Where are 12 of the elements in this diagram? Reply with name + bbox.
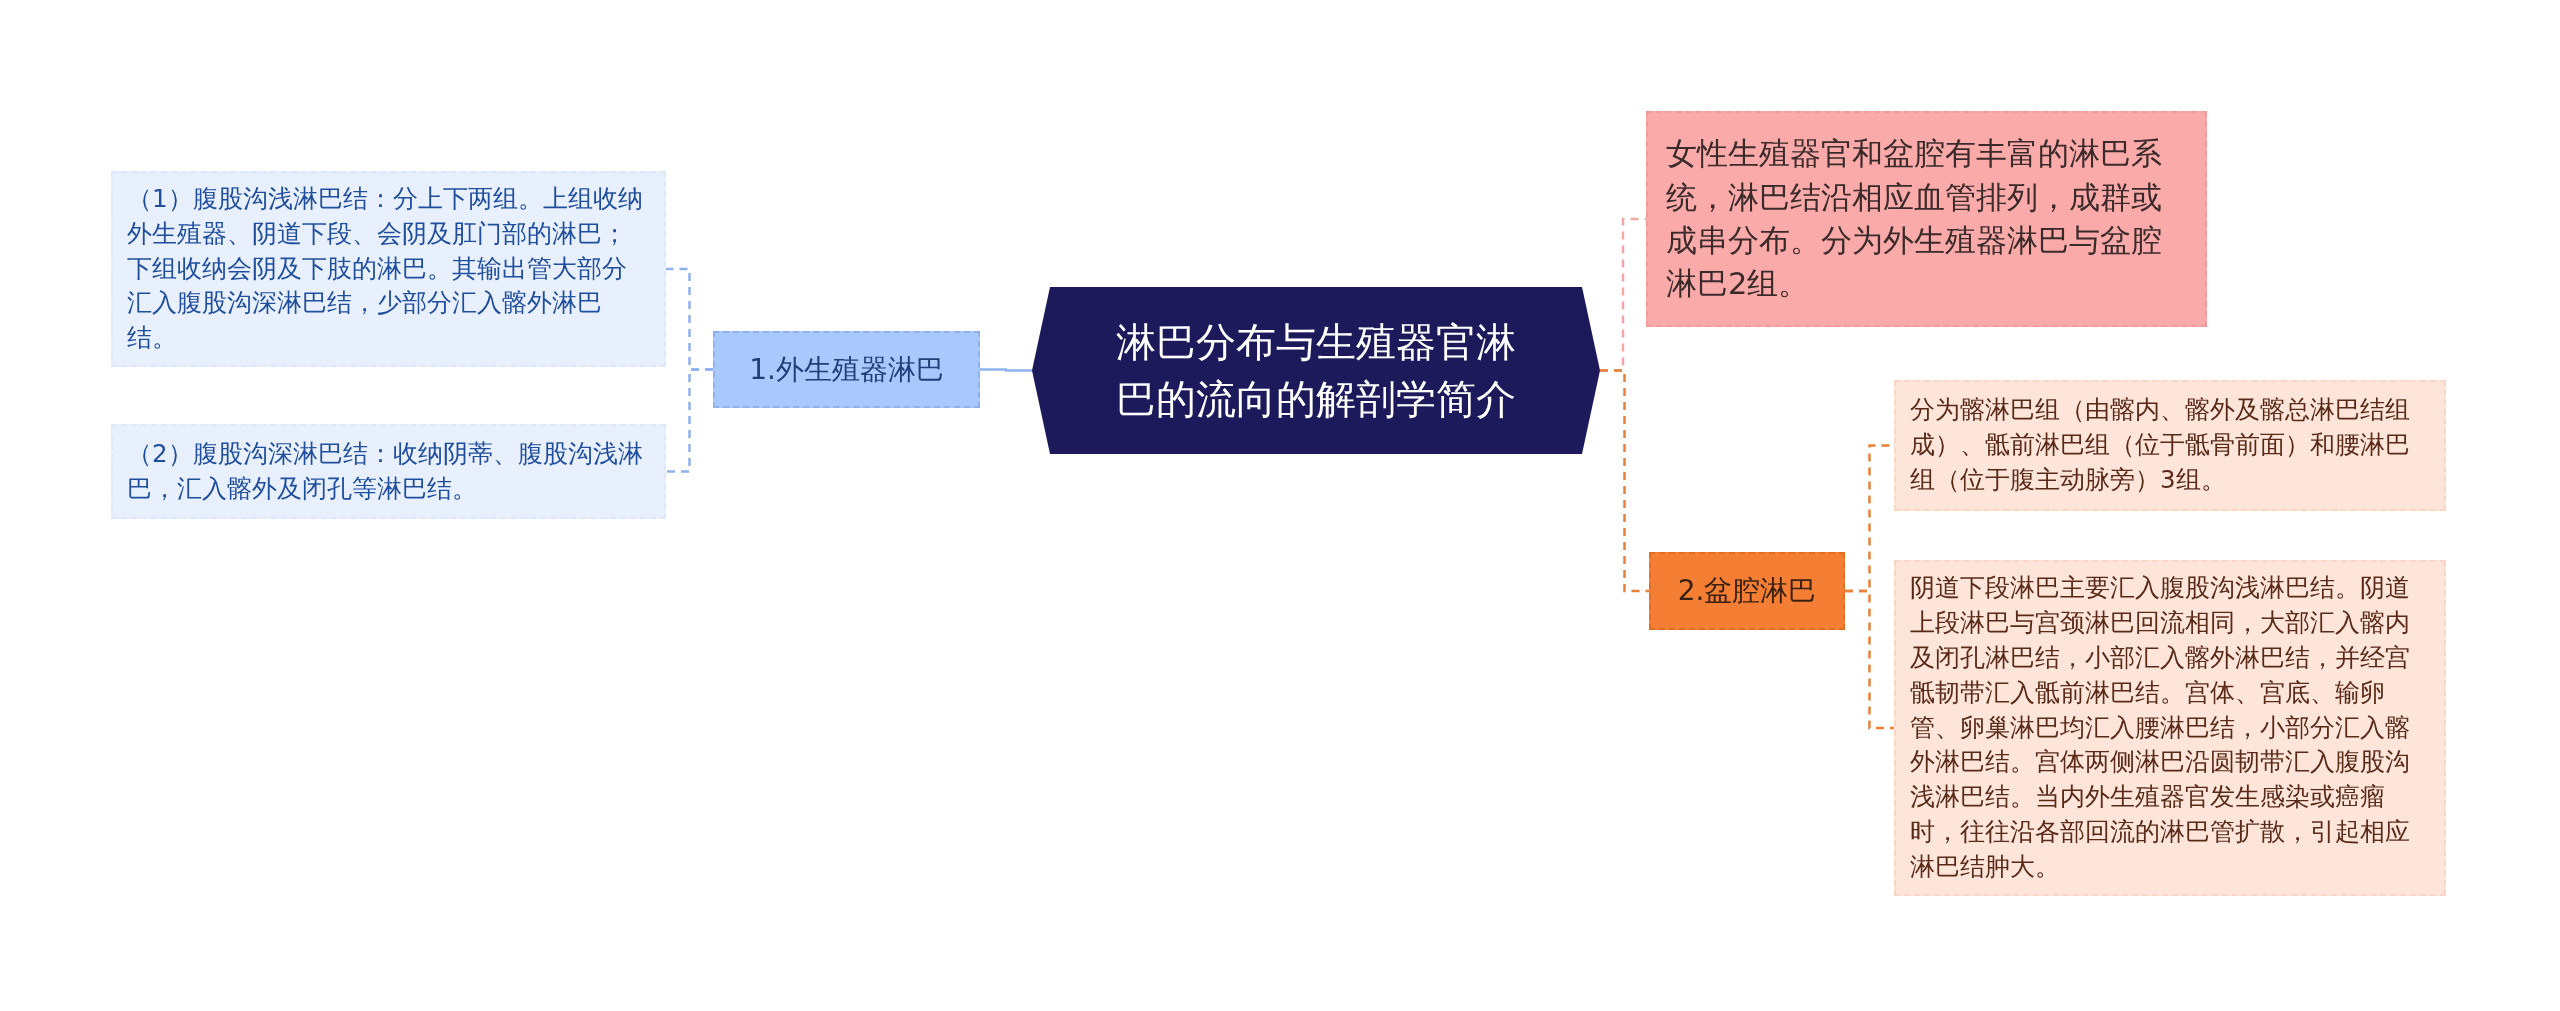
connector-line xyxy=(1600,369,1649,593)
text-box: 分为髂淋巴组（由髂内、髂外及髂总淋巴结组成）、骶前淋巴组（位于骶骨前面）和腰淋巴组（位于腹主动脉旁）3组。 xyxy=(1894,380,2446,511)
text-box: （1）腹股沟浅淋巴结：分上下两组。上组收纳外生殖器、阴道下段、会阴及肛门部的淋巴；下组收纳会阴及下肢的淋巴。其输出管大部分汇入腹股沟深淋巴结，少部分汇入髂外淋巴结。 xyxy=(111,171,666,367)
connector-line xyxy=(980,368,1032,372)
connector-line xyxy=(1845,589,1894,730)
branch-box: 1.外生殖器淋巴 xyxy=(713,331,980,408)
branch-box: 2.盆腔淋巴 xyxy=(1649,552,1845,630)
text-box: （2）腹股沟深淋巴结：收纳阴蒂、腹股沟浅淋巴，汇入髂外及闭孔等淋巴结。 xyxy=(111,424,666,519)
topic-hexagon: 淋巴分布与生殖器官淋巴的流向的解剖学简介 xyxy=(1032,287,1600,454)
text-box: 女性生殖器官和盆腔有丰富的淋巴系统，淋巴结沿相应血管排列，成群或成串分布。分为外生殖器淋巴与盆腔淋巴2组。 xyxy=(1646,111,2207,327)
connector-line xyxy=(666,368,713,473)
text-box: 阴道下段淋巴主要汇入腹股沟浅淋巴结。阴道上段淋巴与宫颈淋巴回流相同，大部汇入髂内及闭孔淋巴结，小部汇入髂外淋巴结，并经宫骶韧带汇入骶前淋巴结。宫体、宫底、输卵管、卵巢淋巴均汇入腰淋巴结，小部分汇入髂外淋巴结。宫体两侧淋巴沿圆韧带汇入腹股沟浅淋巴结。当内外生殖器官发生感染或癌瘤时，往往沿各部回流的淋巴管扩散，引起相应淋巴结肿大。 xyxy=(1894,560,2446,896)
